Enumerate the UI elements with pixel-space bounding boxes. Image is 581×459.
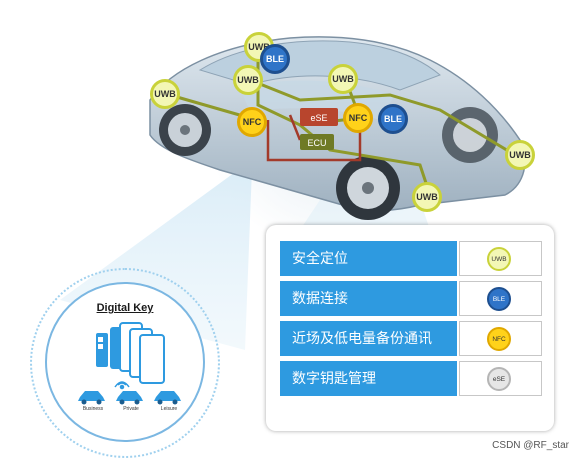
legend-label: 安全定位	[280, 241, 457, 276]
digital-key-illustration	[78, 322, 181, 405]
nfc-right-icon: NFC	[343, 103, 373, 133]
digital-key-outer-ring	[30, 268, 220, 458]
legend-panel: 安全定位 UWB 数据连接 BLE 近场及低电量备份通讯 NFC 数字钥匙管理 …	[266, 225, 554, 431]
wireless-signal-icon	[114, 381, 130, 390]
car-label-leisure: Leisure	[160, 406, 178, 412]
legend-row-nfc: 近场及低电量备份通讯 NFC	[280, 321, 542, 356]
uwb-rear-icon: UWB	[505, 140, 535, 170]
wiring-red	[266, 114, 362, 162]
nfc-left-icon: NFC	[237, 107, 267, 137]
legend-label: 数据连接	[280, 281, 457, 316]
phone-stack-icon	[96, 322, 165, 384]
ecu-module	[300, 134, 334, 150]
rear-wheel	[336, 156, 400, 220]
car-private-icon	[116, 391, 143, 405]
ese-module-label: eSE	[310, 113, 327, 123]
uwb-left-mid-icon: UWB	[233, 65, 263, 95]
legend-chip-cell: eSE	[459, 361, 542, 396]
uwb-bottom-icon: UWB	[412, 182, 442, 212]
ese-module	[300, 108, 338, 126]
uwb-left-far-icon: UWB	[150, 79, 180, 109]
ble-roof-icon: BLE	[260, 44, 290, 74]
nfc-chip-icon: NFC	[487, 327, 511, 351]
legend-row-ese: 数字钥匙管理 eSE	[280, 361, 542, 396]
digital-key-title: Digital Key	[96, 302, 154, 314]
car-label-business: Business	[82, 406, 104, 412]
ble-chip-icon: BLE	[487, 287, 511, 311]
ble-right-icon: BLE	[378, 104, 408, 134]
uwb-chip-icon: UWB	[487, 247, 511, 271]
legend-row-ble: 数据连接 BLE	[280, 281, 542, 316]
legend-chip-cell: NFC	[459, 321, 542, 356]
watermark: CSDN @RF_star	[492, 440, 569, 451]
legend-label: 近场及低电量备份通讯	[280, 321, 457, 356]
uwb-roof-center-icon: UWB	[328, 64, 358, 94]
front-wheel	[159, 104, 211, 156]
ese-chip-icon: eSE	[487, 367, 511, 391]
legend-row-uwb: 安全定位 UWB	[280, 241, 542, 276]
ecu-module-label: ECU	[307, 138, 326, 148]
legend-chip-cell: UWB	[459, 241, 542, 276]
car-business-icon	[78, 391, 105, 405]
car-label-private: Private	[123, 406, 139, 412]
legend-chip-cell: BLE	[459, 281, 542, 316]
legend-label: 数字钥匙管理	[280, 361, 457, 396]
car-leisure-icon	[154, 391, 181, 405]
